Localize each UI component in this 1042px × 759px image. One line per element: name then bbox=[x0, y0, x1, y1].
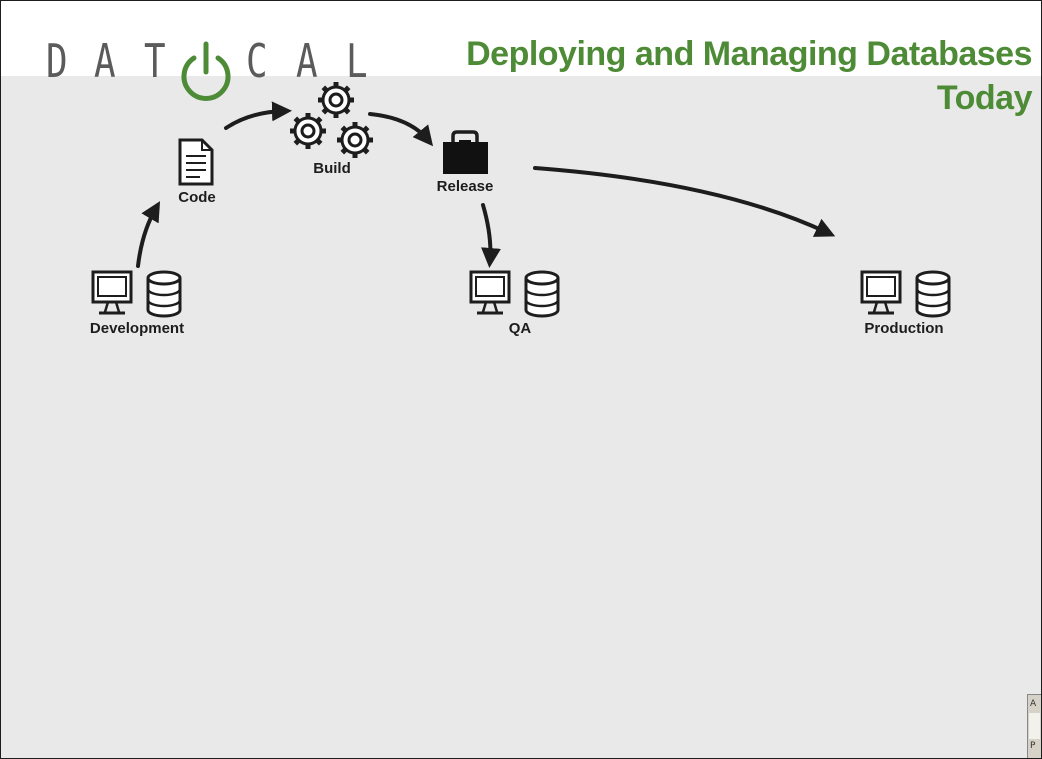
node-label-qa: QA bbox=[508, 320, 532, 337]
computer-database-icon bbox=[91, 270, 182, 318]
logo-letter: A bbox=[296, 34, 318, 88]
computer-database-icon bbox=[469, 270, 560, 318]
computer-database-icon bbox=[860, 270, 951, 318]
corner-widget-panel bbox=[1029, 713, 1040, 739]
diagram-canvas bbox=[0, 76, 1042, 759]
logo-letter: L bbox=[346, 34, 368, 88]
arrow-release-to-qa bbox=[481, 203, 501, 268]
corner-widget-top-text: A bbox=[1030, 699, 1037, 709]
node-label-development: Development bbox=[89, 320, 185, 337]
slide-title: Deploying and Managing Databases Today bbox=[466, 32, 1032, 120]
node-label-production: Production bbox=[864, 320, 944, 337]
title-line-1: Deploying and Managing Databases bbox=[466, 35, 1032, 73]
arrow-build-to-release bbox=[368, 112, 434, 147]
arrow-development-to-code bbox=[136, 201, 161, 268]
gears-icon bbox=[290, 82, 373, 158]
node-label-code: Code bbox=[178, 189, 216, 206]
logo-letter: C bbox=[246, 34, 268, 88]
node-label-release: Release bbox=[436, 178, 494, 195]
datical-logo: D A T C A L bbox=[46, 32, 376, 102]
arrow-release-to-production bbox=[533, 166, 836, 237]
header-band bbox=[0, 0, 1042, 76]
title-line-2: Today bbox=[936, 79, 1033, 117]
logo-letter: D bbox=[46, 34, 68, 88]
package-icon bbox=[443, 130, 488, 174]
logo-letter: T bbox=[144, 34, 166, 88]
logo-letter: A bbox=[94, 34, 116, 88]
corner-widget[interactable]: A P bbox=[1027, 694, 1042, 759]
document-icon bbox=[178, 138, 214, 186]
power-icon bbox=[181, 41, 231, 101]
corner-widget-bottom-text: P bbox=[1030, 741, 1036, 751]
arrow-code-to-build bbox=[224, 101, 292, 130]
node-label-build: Build bbox=[313, 160, 351, 177]
